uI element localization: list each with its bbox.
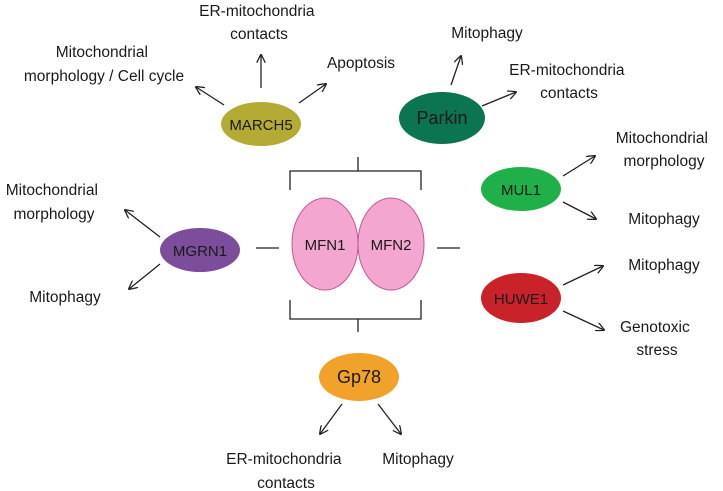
parkin-target-right-line2: contacts [540,85,598,102]
parkin-arrow-up [450,56,461,86]
mgrn1-arrow-up [125,210,161,238]
huwe1-node: HUWE1 [481,273,561,323]
mfn1-node: MFN1 [291,197,359,291]
mgrn1-target-up-line1: Mitochondrial [6,182,98,199]
mfn-bracket [256,157,460,332]
parkin-target-right-line1: ER-mitochondria [509,62,625,79]
mul1-shape [481,167,561,211]
bracket-bottom [289,300,422,320]
march5-node: MARCH5 [221,102,301,146]
mul1-target-up: Mitochondrial morphology [616,130,713,170]
mul1-node: MUL1 [481,167,561,211]
parkin-label: Parkin [416,108,467,128]
parkin-shape [399,92,485,144]
huwe1-target-down: Genotoxic stress [620,319,694,359]
mul1-target-down: Mitophagy [628,211,700,228]
gp78-target-left: ER-mitochondria contacts [226,451,346,491]
mfn1-label: MFN1 [305,237,346,254]
bracket-top [289,170,422,190]
gp78-shape [319,353,399,401]
march5-target-right: Apoptosis [327,55,395,72]
mgrn1-shape [160,228,240,272]
mul1-arrow-up [562,156,595,177]
mul1-target-up-line1: Mitochondrial [616,130,708,147]
mul1-arrow-down [562,201,596,219]
mfn2-shape [357,197,425,291]
gp78-label: Gp78 [337,367,381,387]
mul1-target-up-line2: morphology [624,153,705,170]
gp78-target-left-line2: contacts [257,475,315,491]
parkin-target-up: Mitophagy [451,25,523,42]
march5-shape [221,102,301,146]
mgrn1-arrow-down [129,263,161,289]
gp78-target-right: Mitophagy [382,451,454,468]
gp78-node: Gp78 [319,353,399,401]
mfn2-label: MFN2 [371,237,412,254]
march5-label: MARCH5 [229,117,292,134]
mfn2-node: MFN2 [357,197,425,291]
huwe1-arrow-down [562,310,604,330]
mgrn1-target-down: Mitophagy [29,289,101,306]
march5-target-left: Mitochondrial morphology / Cell cycle [24,44,184,85]
huwe1-target-down-line1: Genotoxic [620,319,690,336]
march5-target-left-line2: morphology / Cell cycle [24,68,184,85]
huwe1-target-down-line2: stress [636,342,678,359]
parkin-target-right: ER-mitochondria contacts [509,62,629,102]
mgrn1-node: MGRN1 [160,228,240,272]
parkin-arrow-right [481,92,516,107]
huwe1-label: HUWE1 [494,291,548,308]
gp78-arrow-right [377,403,401,434]
gp78-arrow-left [320,403,343,434]
march5-target-up: ER-mitochondria contacts [199,3,319,43]
march5-target-up-line1: ER-mitochondria [199,3,315,20]
huwe1-target-up: Mitophagy [628,257,700,274]
mgrn1-target-up: Mitochondrial morphology [6,182,103,223]
mul1-label: MUL1 [501,182,541,199]
mgrn1-target-up-line2: morphology [14,206,95,223]
march5-arrow-left [196,87,225,106]
gp78-target-left-line1: ER-mitochondria [226,451,342,468]
march5-target-up-line2: contacts [230,26,288,43]
mgrn1-label: MGRN1 [173,243,227,260]
march5-arrow-right [298,84,326,104]
huwe1-shape [481,273,561,323]
march5-target-left-line1: Mitochondrial [56,44,148,61]
parkin-node: Parkin [399,92,485,144]
huwe1-arrow-up [562,266,603,286]
